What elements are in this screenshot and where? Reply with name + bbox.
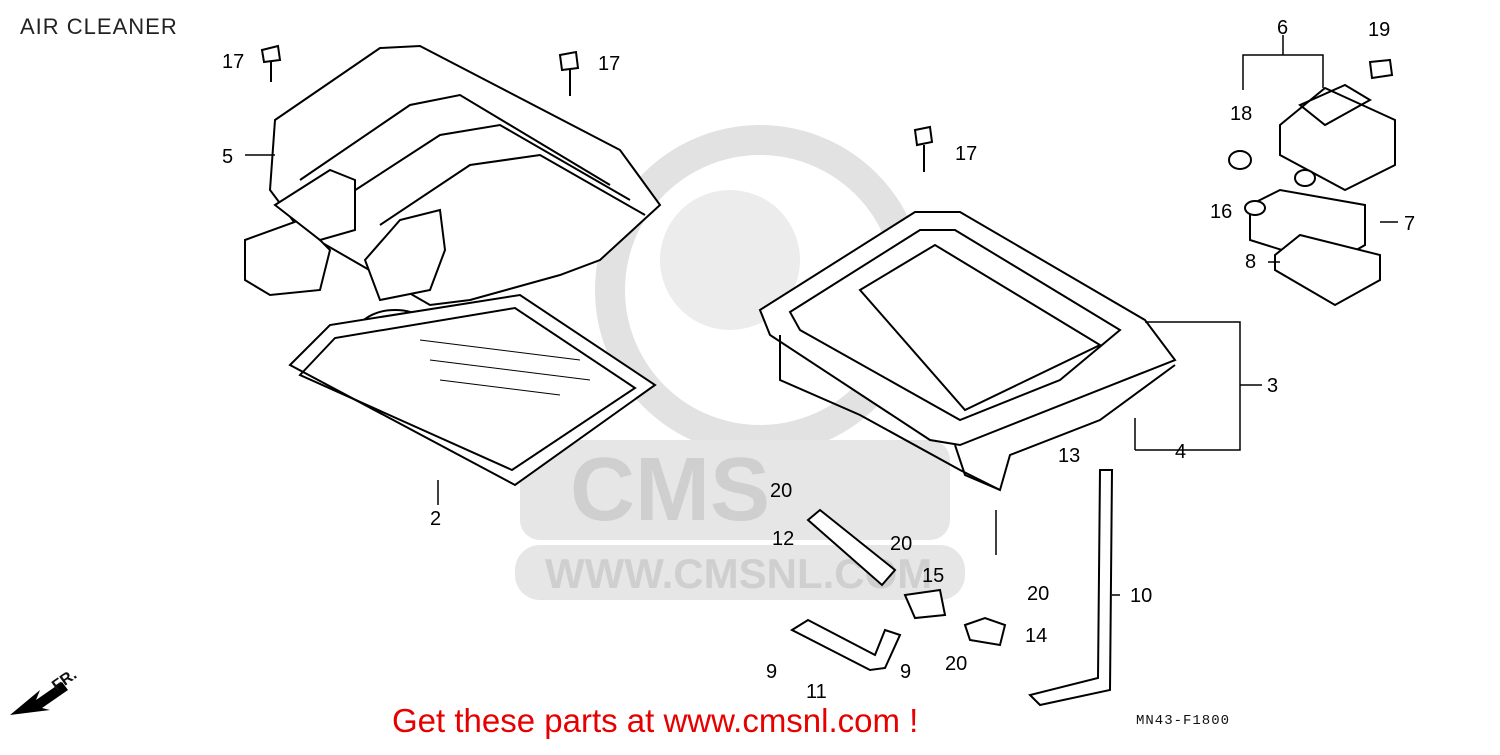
label-3: 3 [1267, 375, 1278, 397]
label-10: 10 [1130, 585, 1152, 607]
label-2: 2 [430, 508, 441, 530]
filter-part-2 [288, 293, 657, 487]
footer-link[interactable]: Get these parts at www.cmsnl.com ! [392, 702, 919, 739]
label-17-c: 17 [955, 143, 977, 165]
label-9-right: 9 [900, 661, 911, 683]
label-4: 4 [1175, 441, 1186, 463]
label-13: 13 [1058, 445, 1080, 467]
front-arrow-icon [10, 682, 68, 715]
label-14: 14 [1025, 625, 1047, 647]
hoses [789, 469, 1114, 707]
case-part-3 [758, 211, 1177, 492]
label-7: 7 [1404, 213, 1415, 235]
label-5: 5 [222, 146, 233, 168]
page-title: AIR CLEANER [20, 14, 178, 39]
label-17-b: 17 [598, 53, 620, 75]
label-6: 6 [1277, 17, 1288, 39]
fasteners [260, 44, 1394, 216]
label-16: 16 [1210, 201, 1232, 223]
label-20-a: 20 [770, 480, 792, 502]
label-17-a: 17 [222, 51, 244, 73]
label-19: 19 [1368, 19, 1390, 41]
label-12: 12 [772, 528, 794, 550]
label-20-b: 20 [890, 533, 912, 555]
label-9-left: 9 [766, 661, 777, 683]
label-11: 11 [806, 681, 827, 703]
leader-lines [245, 35, 1398, 596]
watermark-logo-text: CMS [570, 440, 770, 540]
part-number-labels: 2 3 4 5 6 7 8 9 9 10 11 12 13 14 15 16 1… [222, 17, 1415, 703]
diagram-code: MN43-F1800 [1136, 713, 1231, 729]
breather-parts-6-7-8 [1249, 83, 1396, 307]
label-8: 8 [1245, 251, 1256, 273]
label-20-d: 20 [945, 653, 967, 675]
label-20-c: 20 [1027, 583, 1049, 605]
label-15: 15 [922, 565, 944, 587]
label-18: 18 [1230, 103, 1252, 125]
